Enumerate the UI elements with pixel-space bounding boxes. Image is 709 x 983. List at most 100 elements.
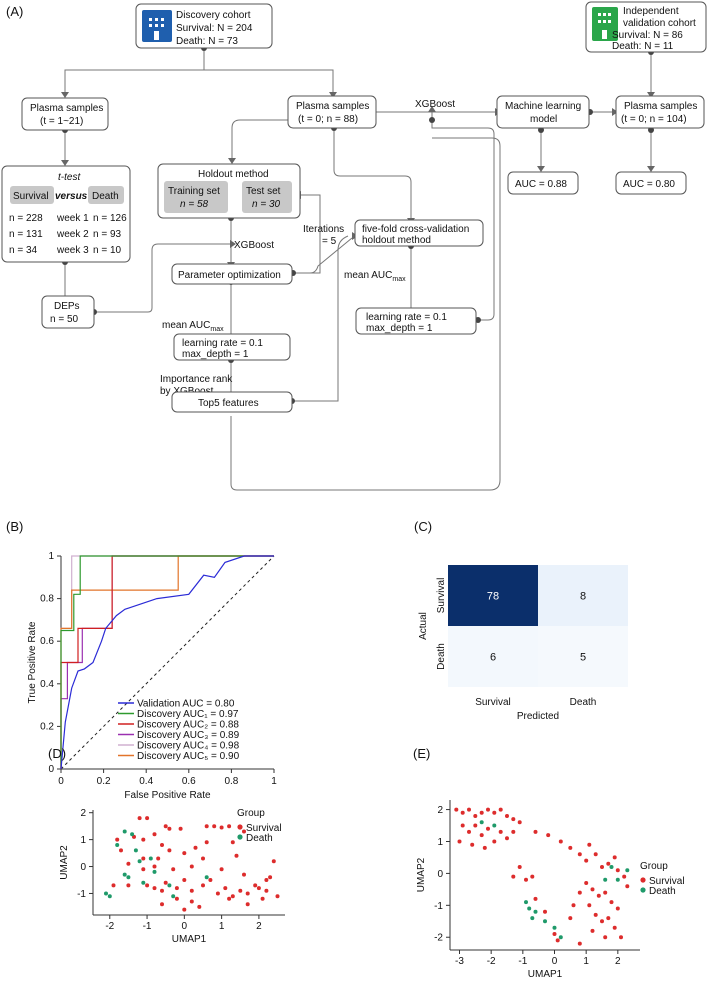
- point-survival: [160, 888, 164, 893]
- point-survival: [227, 824, 232, 829]
- y-axis-label: UMAP2: [59, 845, 70, 880]
- mean-auc-left: mean AUCmax: [162, 320, 224, 333]
- legend-swatch: [640, 877, 646, 883]
- point-survival: [182, 907, 187, 912]
- point-survival: [593, 912, 598, 917]
- panel-label-b: (B): [6, 519, 23, 534]
- point-death: [615, 877, 620, 882]
- y-tick-label: 1: [48, 551, 54, 562]
- x-tick-label: 0: [58, 776, 64, 787]
- legend-label: Death: [246, 833, 273, 844]
- point-survival: [473, 823, 478, 828]
- point-survival: [156, 856, 161, 861]
- point-survival: [256, 886, 261, 891]
- point-survival: [152, 864, 157, 869]
- chance-diagonal: [60, 555, 275, 770]
- point-death: [122, 829, 127, 834]
- t-test-versus: versus: [55, 191, 88, 202]
- deps-line1: DEPs: [54, 301, 80, 312]
- legend-label: Discovery AUC₃ = 0.89: [137, 730, 240, 741]
- point-survival: [511, 874, 516, 879]
- t-test-survival: Survival: [13, 191, 49, 202]
- point-survival: [219, 825, 224, 830]
- point-survival: [201, 856, 205, 861]
- ml-model-line1: Machine learning: [505, 101, 581, 112]
- parameter-optimization-box: Parameter optimization: [171, 263, 293, 285]
- point-survival: [160, 843, 164, 847]
- legend-label: Discovery AUC₅ = 0.90: [137, 751, 240, 762]
- point-survival: [546, 833, 551, 838]
- point-survival: [171, 867, 176, 872]
- importance-rank-line1: Importance rank: [160, 374, 233, 385]
- point-survival: [145, 816, 150, 821]
- point-survival: [215, 891, 220, 896]
- point-death: [552, 925, 557, 930]
- t-test-row2-week: week 2: [56, 229, 89, 240]
- point-survival: [145, 883, 150, 888]
- point-survival: [193, 845, 198, 850]
- x-tick-label: -1: [143, 921, 152, 932]
- discovery-death: Death: N = 73: [176, 36, 238, 47]
- point-survival: [242, 872, 246, 877]
- top5-features-box: Top5 features: [171, 391, 293, 413]
- deps-box: DEPs n = 50: [41, 295, 95, 329]
- point-survival: [492, 810, 497, 815]
- point-survival: [584, 881, 589, 885]
- point-survival: [264, 888, 269, 893]
- point-survival: [160, 902, 164, 907]
- cm-cell: [448, 565, 538, 626]
- point-survival: [530, 874, 535, 879]
- plasma-left-line2: (t = 1~21): [40, 116, 83, 127]
- point-survival: [587, 903, 592, 908]
- roc-curve-1: [60, 555, 274, 769]
- t-test-box: t-test Survival versus Death n = 228 wee…: [1, 165, 131, 263]
- point-survival: [189, 864, 194, 869]
- point-survival: [189, 899, 194, 904]
- point-survival: [111, 883, 116, 888]
- point-survival: [505, 836, 509, 841]
- point-survival: [467, 829, 471, 834]
- y-tick-label: -1: [77, 889, 86, 900]
- cm-cell: [538, 626, 628, 687]
- point-survival: [498, 829, 503, 834]
- plasma-right-line1: Plasma samples: [624, 101, 697, 112]
- point-survival: [230, 894, 235, 899]
- plasma-mid-line2: (t = 0; n = 88): [298, 114, 358, 125]
- hospital-icon: [598, 13, 611, 39]
- point-survival: [498, 807, 503, 812]
- x-axis-label: UMAP1: [172, 934, 207, 945]
- plasma-left-line1: Plasma samples: [30, 103, 103, 114]
- point-survival: [524, 877, 528, 882]
- point-survival: [167, 826, 172, 831]
- plasma-mid-line1: Plasma samples: [296, 101, 369, 112]
- plasma-samples-mid: Plasma samples (t = 0; n = 88): [287, 95, 377, 129]
- legend-swatch: [640, 887, 646, 893]
- point-survival: [612, 855, 617, 860]
- point-survival: [511, 817, 516, 822]
- cv-line1: five-fold cross-validation: [362, 224, 469, 235]
- point-survival: [253, 883, 258, 888]
- legend-title: Group: [640, 861, 668, 872]
- point-survival: [619, 935, 623, 940]
- cm-x-axis-label: Predicted: [517, 711, 559, 722]
- point-death: [527, 906, 532, 911]
- point-survival: [204, 824, 209, 829]
- point-death: [558, 935, 563, 940]
- point-survival: [275, 894, 280, 899]
- point-survival: [208, 878, 213, 882]
- y-tick-label: 0: [48, 764, 54, 775]
- point-survival: [577, 852, 582, 857]
- point-death: [625, 868, 630, 873]
- point-survival: [230, 840, 235, 845]
- parameter-optimization-label: Parameter optimization: [178, 270, 281, 281]
- t-test-row1-left: n = 228: [9, 213, 43, 224]
- legend-label: Discovery AUC₂ = 0.88: [137, 720, 239, 731]
- point-survival: [182, 878, 187, 882]
- t-test-title: t-test: [58, 172, 81, 183]
- y-tick-label: 0.4: [40, 679, 54, 690]
- point-survival: [596, 893, 601, 898]
- x-tick-label: 2: [615, 956, 621, 967]
- point-survival: [486, 826, 490, 831]
- point-survival: [479, 833, 484, 838]
